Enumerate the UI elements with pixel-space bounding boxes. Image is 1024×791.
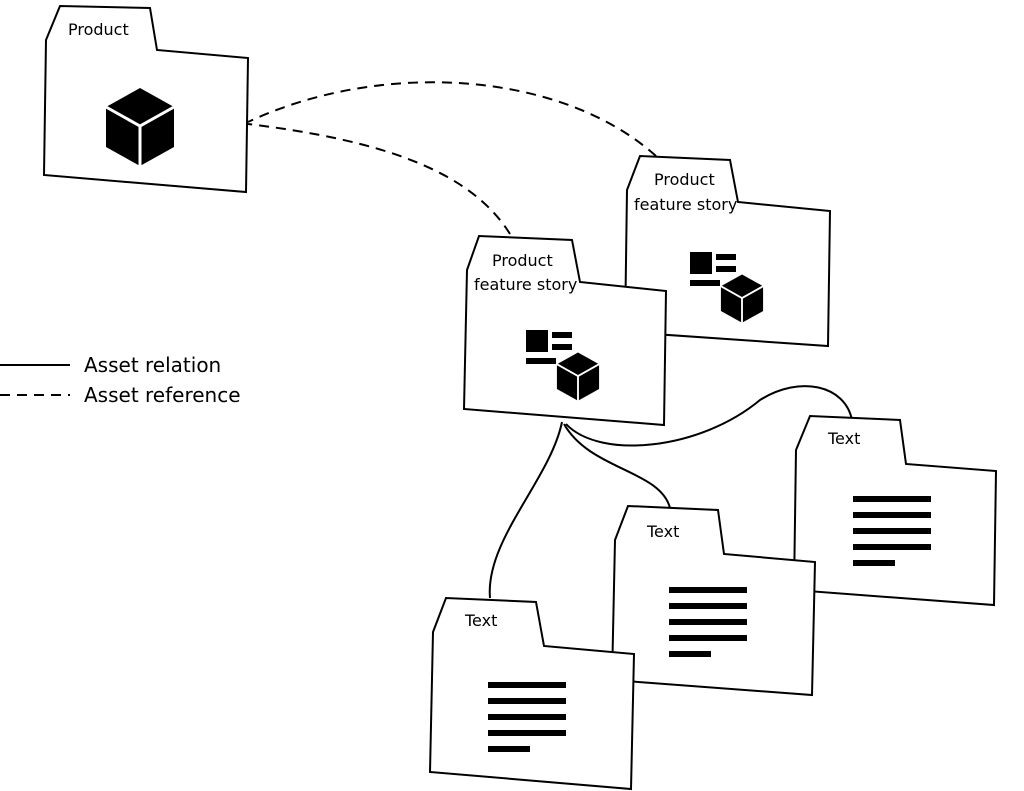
story-main-title-line1: Product: [492, 251, 553, 270]
product-folder-title: Product: [68, 20, 129, 39]
text-folder-mid[interactable]: Text: [610, 504, 817, 697]
legend-reference-label: Asset reference: [84, 383, 241, 407]
legend: Asset relation Asset reference: [0, 353, 241, 407]
product-folder[interactable]: Product: [42, 4, 250, 194]
story-main-title-line2: feature story: [474, 275, 577, 294]
text-folder-right[interactable]: Text: [792, 414, 998, 607]
legend-relation-label: Asset relation: [84, 353, 221, 377]
text-right-title: Text: [827, 429, 860, 448]
relation-edge-story-to-text-right: [565, 385, 853, 447]
relation-edge-story-to-text-mid: [563, 423, 671, 509]
story-folder-main[interactable]: Product feature story: [462, 234, 668, 427]
reference-edge-main-story-to-product: [247, 123, 511, 235]
text-mid-title: Text: [646, 522, 679, 541]
story-back-title-line2: feature story: [634, 195, 737, 214]
reference-edge-back-story-to-product: [247, 81, 657, 157]
text-folder-left[interactable]: Text: [428, 596, 636, 791]
text-left-title: Text: [464, 611, 497, 630]
relation-edge-story-to-text-left: [488, 421, 563, 599]
story-back-title-line1: Product: [654, 170, 715, 189]
